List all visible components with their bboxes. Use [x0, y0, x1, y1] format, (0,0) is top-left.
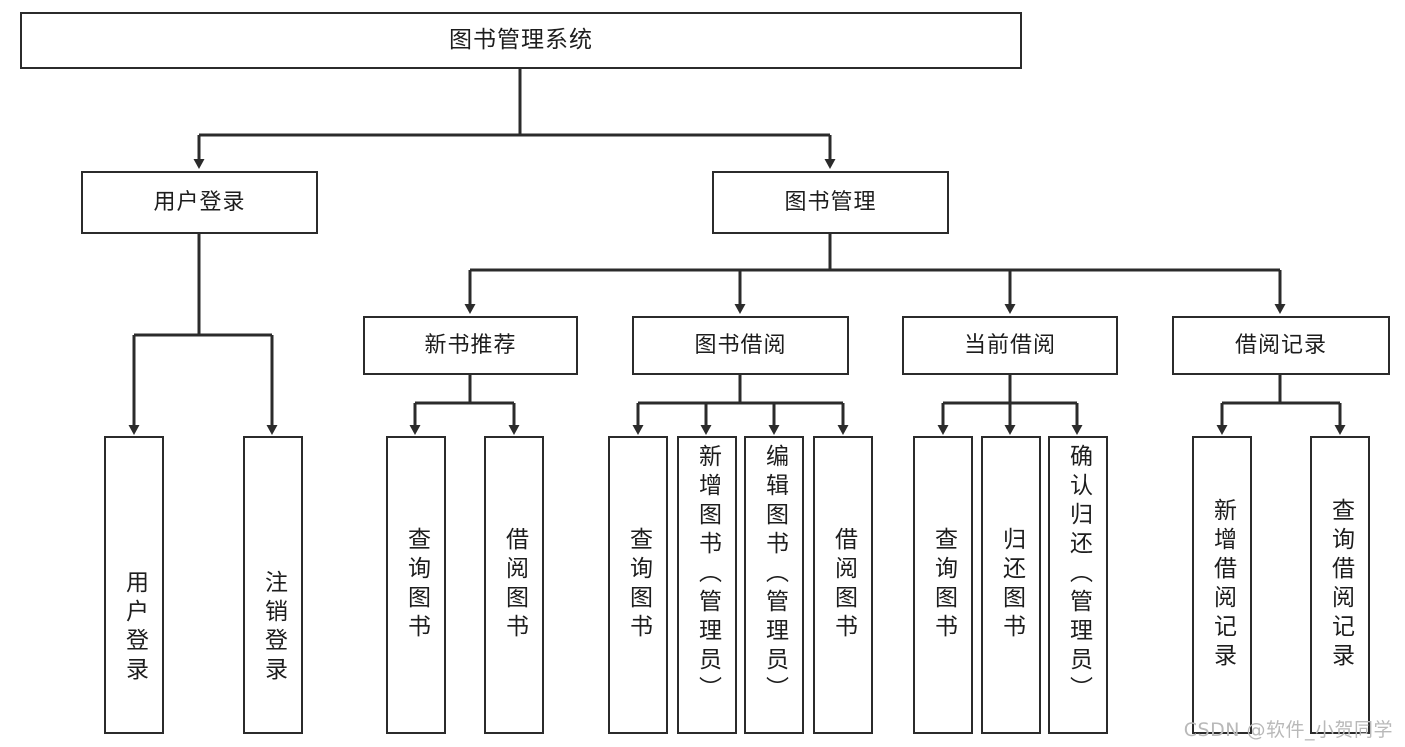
node-label: 新增借阅记录 [1209, 498, 1236, 672]
leaf-borrow-book-recommend[interactable]: 借阅图书 [484, 436, 544, 734]
leaf-query-book-borrow[interactable]: 查询图书 [608, 436, 668, 734]
node-label: 新增图书（管理员） [694, 444, 721, 705]
node-label: 用户登录 [153, 189, 246, 215]
node-book-borrow[interactable]: 图书借阅 [632, 316, 849, 375]
leaf-query-book-current[interactable]: 查询图书 [913, 436, 973, 734]
node-label: 注销登录 [260, 570, 287, 686]
node-current-borrow[interactable]: 当前借阅 [902, 316, 1118, 375]
node-label: 编辑图书（管理员） [761, 444, 788, 705]
node-root-book-management-system[interactable]: 图书管理系统 [20, 12, 1022, 69]
node-label: 借阅图书 [830, 527, 857, 643]
leaf-logout-login[interactable]: 注销登录 [243, 436, 303, 734]
node-label: 归还图书 [998, 527, 1025, 643]
node-label: 查询图书 [625, 527, 652, 643]
node-label: 确认归还（管理员） [1065, 444, 1092, 705]
leaf-return-book[interactable]: 归还图书 [981, 436, 1041, 734]
node-label: 图书借阅 [694, 332, 787, 358]
leaf-edit-book[interactable]: 编辑图书（管理员） [744, 436, 804, 734]
node-label: 图书管理 [784, 189, 877, 215]
node-label: 查询图书 [403, 527, 430, 643]
node-new-book-recommend[interactable]: 新书推荐 [363, 316, 578, 375]
node-label: 用户登录 [121, 570, 148, 686]
node-label: 查询借阅记录 [1327, 498, 1354, 672]
csdn-watermark: CSDN @软件_小贺同学 [1183, 719, 1393, 741]
leaf-add-book[interactable]: 新增图书（管理员） [677, 436, 737, 734]
leaf-user-login[interactable]: 用户登录 [104, 436, 164, 734]
leaf-query-book-recommend[interactable]: 查询图书 [386, 436, 446, 734]
leaf-add-borrow-record[interactable]: 新增借阅记录 [1192, 436, 1252, 734]
node-label: 图书管理系统 [449, 27, 593, 53]
node-label: 借阅图书 [501, 527, 528, 643]
node-label: 当前借阅 [963, 332, 1056, 358]
node-book-management[interactable]: 图书管理 [712, 171, 949, 234]
node-label: 查询图书 [930, 527, 957, 643]
node-borrow-record[interactable]: 借阅记录 [1172, 316, 1390, 375]
leaf-borrow-book-borrow[interactable]: 借阅图书 [813, 436, 873, 734]
leaf-confirm-return[interactable]: 确认归还（管理员） [1048, 436, 1108, 734]
node-user-login[interactable]: 用户登录 [81, 171, 318, 234]
leaf-query-borrow-record[interactable]: 查询借阅记录 [1310, 436, 1370, 734]
node-label: 借阅记录 [1234, 332, 1327, 358]
node-label: 新书推荐 [424, 332, 517, 358]
